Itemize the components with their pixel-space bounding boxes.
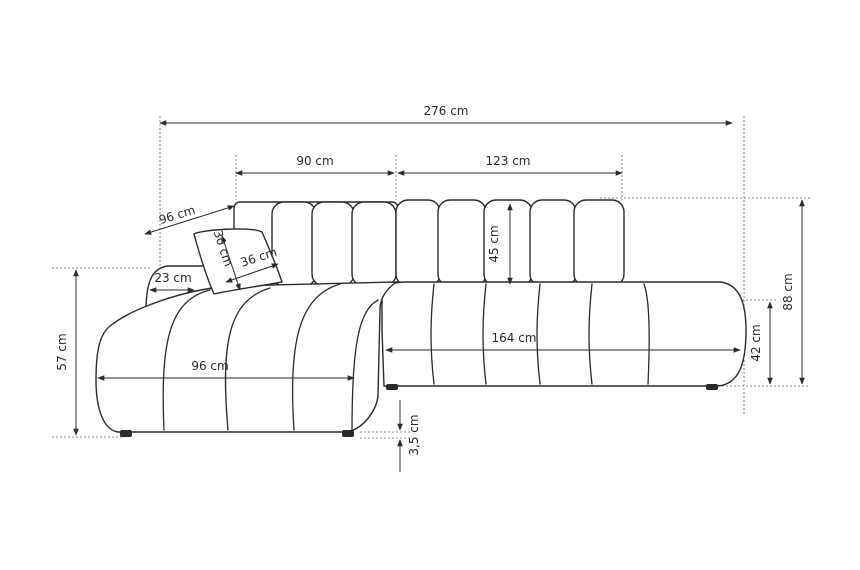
back-cushion-3 (351, 201, 397, 287)
label-total-height: 88 cm (781, 273, 795, 310)
label-seat-height: 42 cm (749, 324, 763, 361)
foot (342, 430, 354, 437)
back-cushion-2 (311, 201, 355, 287)
foot (706, 384, 718, 390)
chaise (95, 281, 397, 433)
dimension-labels: 276 cm 90 cm 123 cm 96 cm 23 cm 36 cm 30… (55, 104, 795, 456)
label-total-width: 276 cm (423, 104, 468, 118)
label-armrest-width: 23 cm (154, 271, 191, 285)
label-backrest-height: 45 cm (487, 225, 501, 262)
back-cushion-7 (529, 199, 577, 287)
back-cushion-5 (437, 199, 487, 287)
sofa (95, 199, 747, 437)
right-seat (381, 281, 747, 387)
label-chaise-width: 96 cm (191, 359, 228, 373)
foot (386, 384, 398, 390)
foot (120, 430, 132, 437)
back-cushion-4 (395, 199, 441, 287)
dimension-lines (73, 120, 805, 472)
label-chaise-height: 57 cm (55, 333, 69, 370)
label-back-left-width: 90 cm (296, 154, 333, 168)
label-back-right-width: 123 cm (485, 154, 530, 168)
label-leg-height: 3,5 cm (407, 414, 421, 455)
label-seat-width: 164 cm (491, 331, 536, 345)
back-cushion-8 (573, 199, 625, 287)
